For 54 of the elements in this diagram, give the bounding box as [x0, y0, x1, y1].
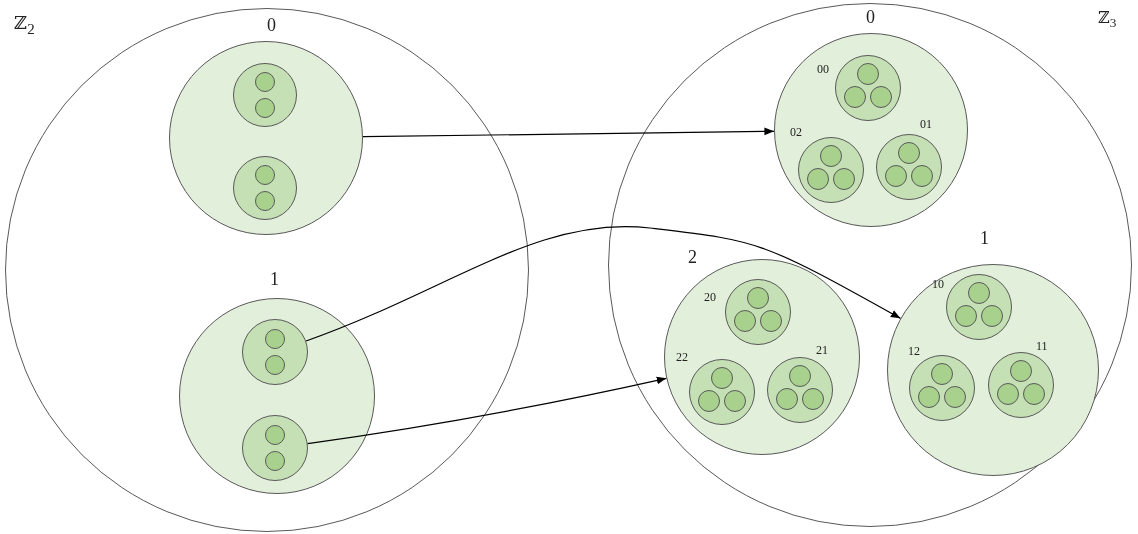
circle-label: ℤ$_{3}$: [1098, 10, 1117, 30]
element-dot: [760, 310, 782, 332]
element-dot: [265, 451, 285, 471]
element-dot: [265, 329, 285, 349]
circle-label: 02: [790, 126, 802, 138]
arrow: [305, 225, 902, 342]
element-dot: [747, 287, 769, 309]
element-dot: [734, 310, 756, 332]
element-dot: [911, 165, 933, 187]
arrow: [362, 127, 775, 138]
element-dot: [931, 363, 953, 385]
element-dot: [255, 165, 275, 185]
arrow: [307, 376, 667, 445]
element-dot: [833, 168, 855, 190]
element-dot: [802, 388, 824, 410]
element-dot: [981, 305, 1003, 327]
element-dot: [807, 168, 829, 190]
circle-label: 0: [866, 8, 875, 26]
element-dot: [944, 386, 966, 408]
circle-label: 1: [980, 229, 989, 247]
element-dot: [724, 390, 746, 412]
circle-label: 1: [270, 270, 279, 288]
element-dot: [265, 425, 285, 445]
element-dot: [698, 390, 720, 412]
element-dot: [885, 165, 907, 187]
circle-label: 22: [676, 351, 688, 363]
element-dot: [255, 191, 275, 211]
element-dot: [820, 145, 842, 167]
circle-label: ℤ$_{2}$: [14, 14, 35, 37]
element-dot: [1023, 383, 1045, 405]
element-dot: [955, 305, 977, 327]
element-dot: [870, 86, 892, 108]
element-dot: [711, 367, 733, 389]
element-dot: [898, 142, 920, 164]
circle-label: 20: [704, 291, 716, 303]
circle-label: 01: [920, 118, 932, 130]
element-dot: [255, 72, 275, 92]
element-dot: [255, 98, 275, 118]
element-dot: [918, 386, 940, 408]
circle-label: 11: [1036, 340, 1048, 352]
circle-label: 0: [267, 16, 276, 34]
circle-label: 00: [817, 63, 829, 75]
element-dot: [968, 282, 990, 304]
element-dot: [844, 86, 866, 108]
circle-label: 12: [908, 345, 920, 357]
element-dot: [265, 355, 285, 375]
element-dot: [776, 388, 798, 410]
circle-label: 2: [688, 248, 697, 266]
element-dot: [857, 63, 879, 85]
element-dot: [1010, 360, 1032, 382]
circle-label: 21: [816, 344, 828, 356]
circle-label: 10: [932, 278, 944, 290]
element-dot: [789, 365, 811, 387]
element-dot: [997, 383, 1019, 405]
